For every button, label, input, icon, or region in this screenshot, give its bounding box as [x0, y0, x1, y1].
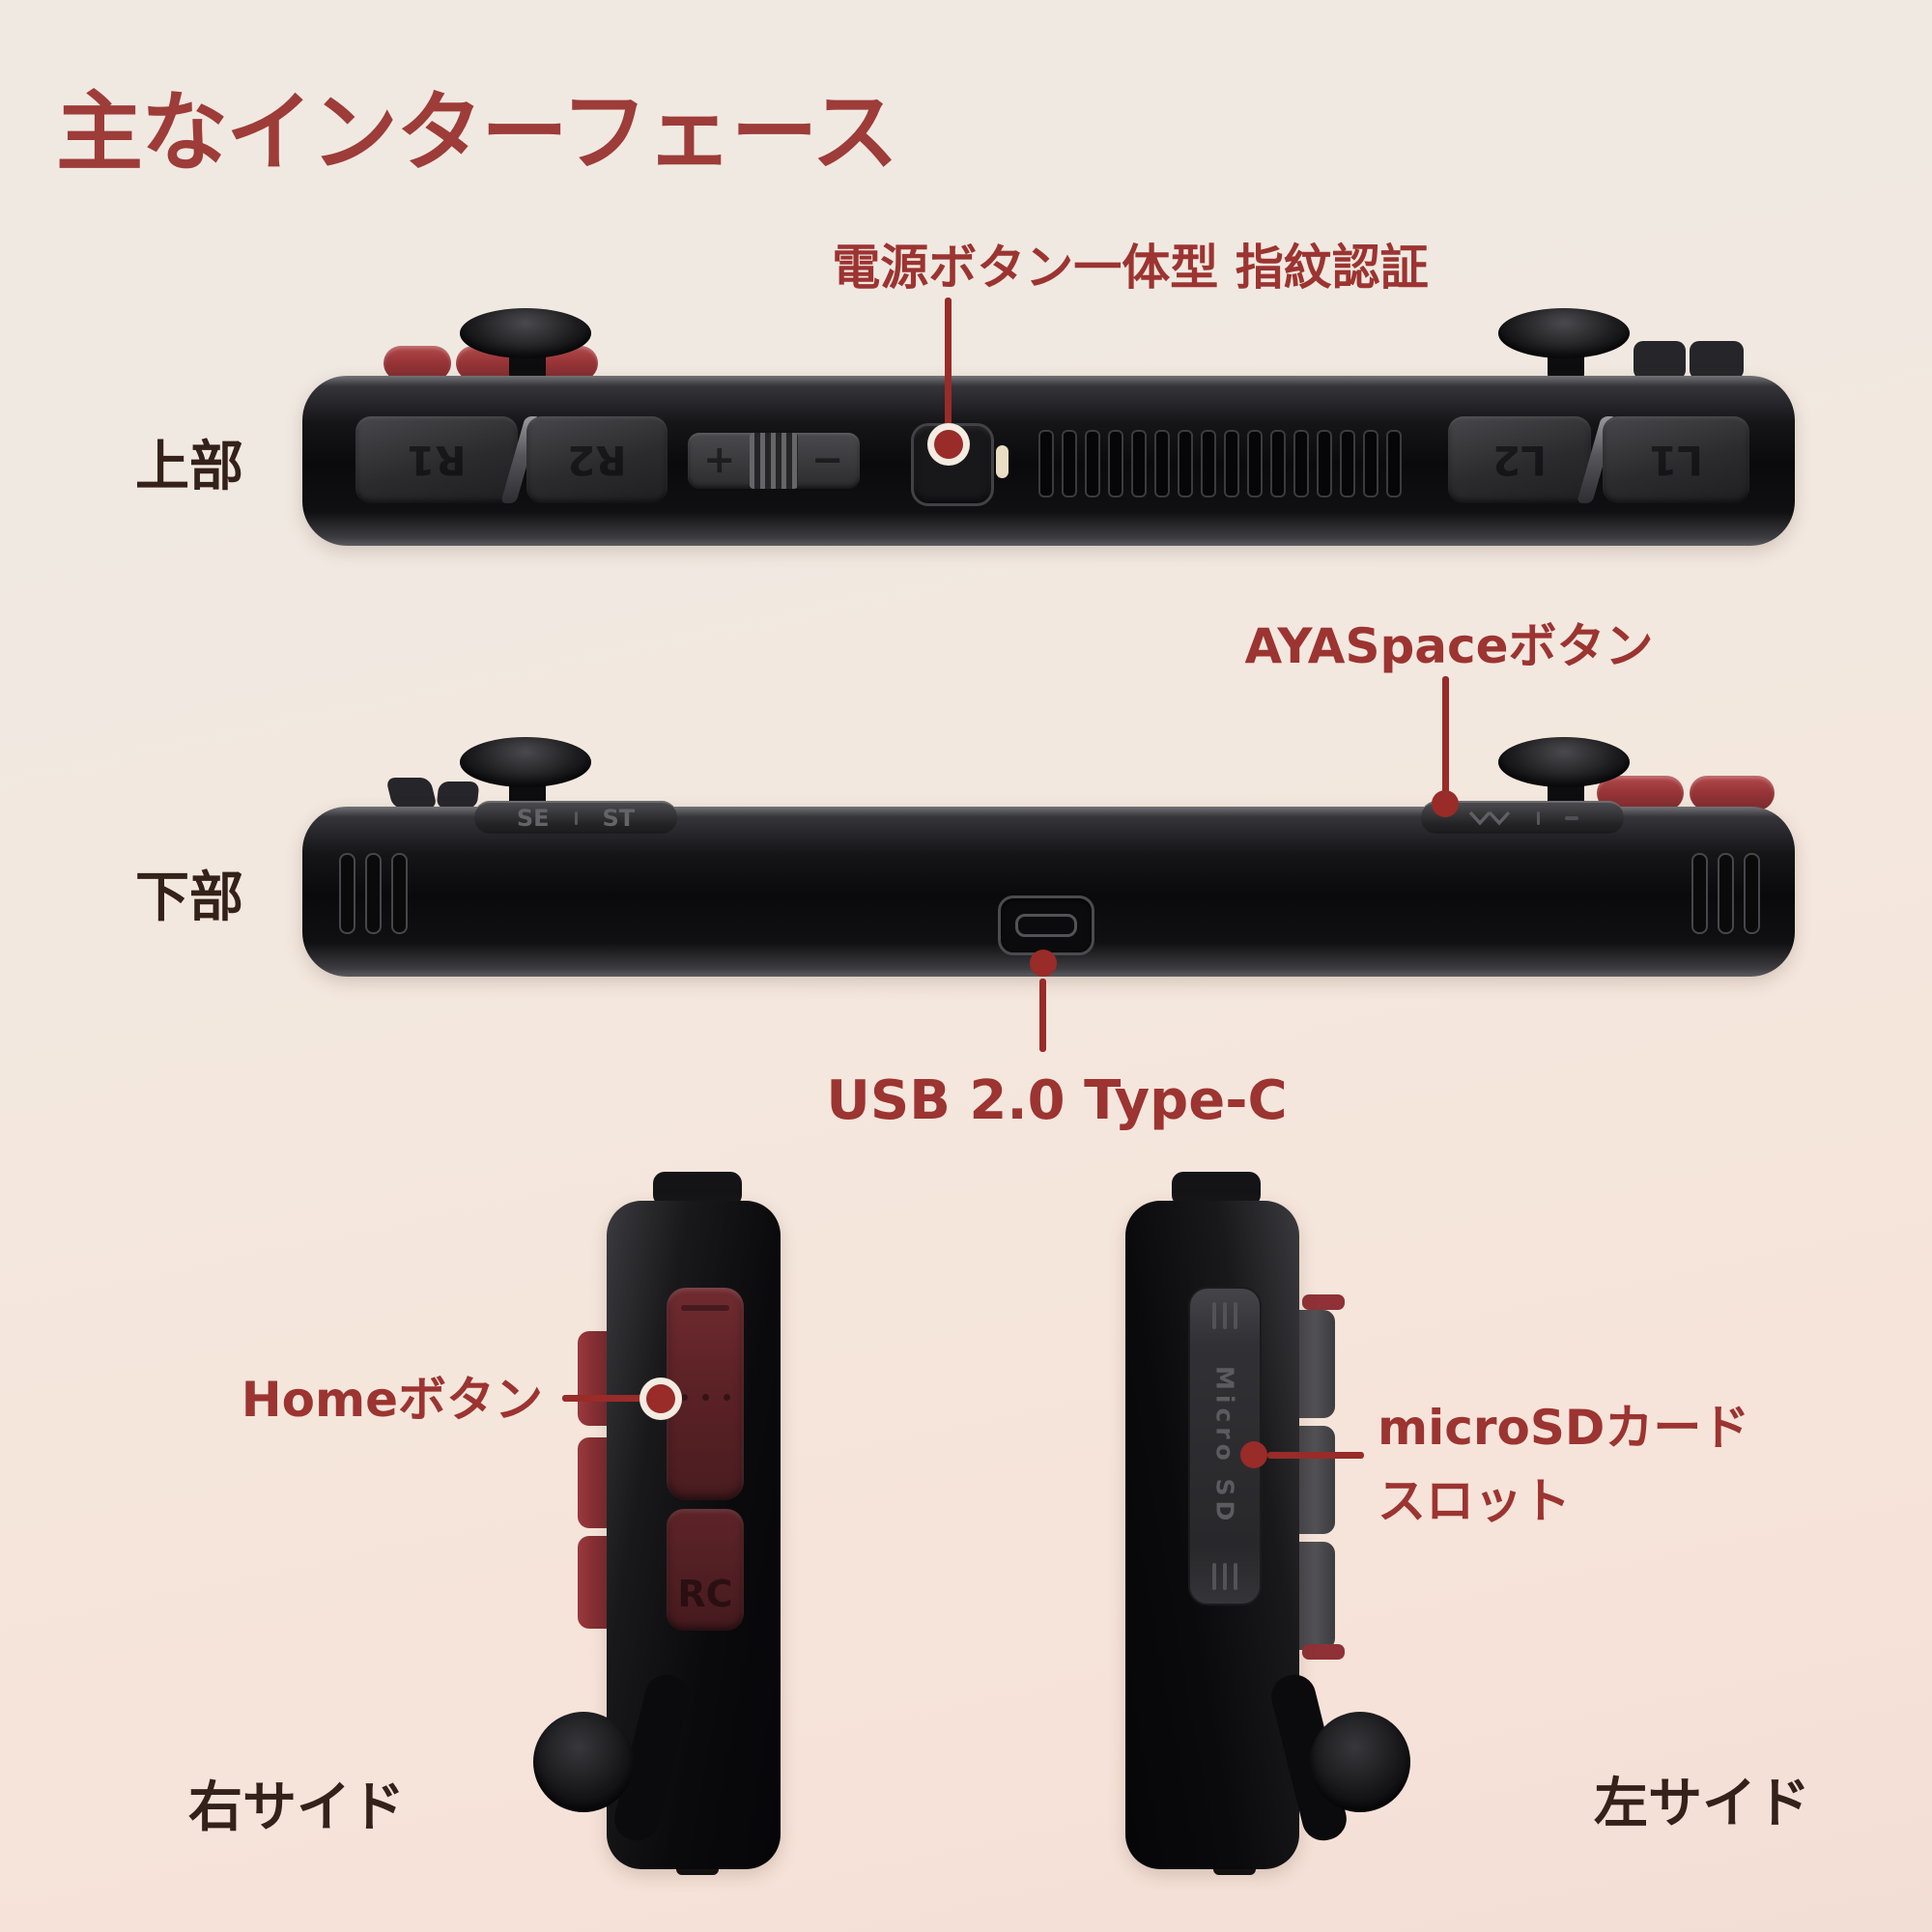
- page-title: 主なインターフェース: [56, 82, 898, 184]
- microsd-callout-line: [1267, 1452, 1364, 1459]
- bar-divider: [1536, 811, 1540, 825]
- vent-slot: [1178, 430, 1193, 497]
- vent-slot: [1085, 430, 1100, 497]
- volume-ridges: [750, 433, 798, 489]
- speaker-grille-left: [339, 853, 408, 934]
- right-side-label: 右サイド: [188, 1776, 405, 1839]
- vent-slot: [1293, 430, 1309, 497]
- l1-button: L1: [1603, 416, 1749, 503]
- usb-annotation: USB 2.0 Type-C: [826, 1069, 1288, 1132]
- face-button: [1690, 776, 1775, 810]
- r2-label: R2: [567, 436, 627, 484]
- grip-ribs: [1212, 1562, 1237, 1590]
- status-led: [996, 445, 1009, 478]
- home-annotation: Homeボタン: [241, 1372, 543, 1428]
- power-fingerprint-annotation: 電源ボタン一体型 指紋認証: [832, 240, 1429, 296]
- start-label: ST: [602, 805, 636, 832]
- home-callout-dot: [646, 1384, 675, 1413]
- usb-callout-line: [1039, 979, 1046, 1052]
- side-button-edge: [1302, 1644, 1345, 1660]
- usb-callout-dot: [1030, 950, 1057, 977]
- left-joystick: [460, 308, 591, 358]
- microsd-annotation-line2: スロット: [1378, 1473, 1571, 1529]
- vent-slot: [1108, 430, 1123, 497]
- home-button: [667, 1288, 744, 1500]
- grip-ribs: [1212, 1302, 1237, 1329]
- bar-mark: [1564, 816, 1578, 820]
- ayaspace-callout-line: [1442, 676, 1449, 794]
- vent-slot: [1038, 430, 1054, 497]
- r1-label: R1: [407, 436, 467, 484]
- ayaspace-annotation: AYASpaceボタン: [1244, 618, 1654, 674]
- vent-slot: [1386, 430, 1402, 497]
- grip-rib: [1234, 1302, 1237, 1329]
- select-start-bar: SE ST: [474, 801, 677, 834]
- select-label: SE: [516, 805, 550, 832]
- vent-slot: [1340, 430, 1355, 497]
- speaker-grille-slot: [1744, 853, 1760, 934]
- l2-button: L2: [1448, 416, 1591, 503]
- home-button-dots: [680, 1394, 730, 1401]
- grip-rib: [1212, 1302, 1216, 1329]
- power-callout-line: [945, 298, 952, 433]
- ayaspace-logo-icon: [1468, 810, 1510, 826]
- left-side-label: 左サイド: [1594, 1773, 1810, 1835]
- rc-button: RC: [667, 1509, 744, 1631]
- volume-rocker: + −: [688, 433, 860, 489]
- button-bump: [436, 781, 480, 809]
- r2-button: R2: [526, 416, 668, 503]
- grip-rib: [1223, 1302, 1227, 1329]
- speaker-grille-right: [1691, 853, 1760, 934]
- device-top-view: R1 R2 + − L2 L1: [302, 376, 1795, 546]
- vent-slot: [1062, 430, 1077, 497]
- bar-divider: [574, 811, 578, 825]
- grip-rib: [1212, 1562, 1216, 1590]
- home-button-slit: [681, 1305, 729, 1311]
- grip-rib: [1234, 1562, 1237, 1590]
- usb-c-pin-slot: [1015, 914, 1077, 937]
- button-bump: [385, 778, 438, 809]
- top-view-label: 上部: [135, 436, 243, 498]
- vent-slot: [1201, 430, 1216, 497]
- side-joystick: [533, 1712, 634, 1812]
- microsd-slot-text: Micro SD: [1210, 1366, 1239, 1526]
- volume-down-label: −: [811, 439, 844, 483]
- dpad-bump: [1634, 341, 1686, 380]
- microsd-callout-dot: [1240, 1441, 1267, 1468]
- right-joystick: [1498, 308, 1630, 358]
- dpad-bump: [1690, 341, 1744, 380]
- face-button: [384, 346, 451, 381]
- vent-slot: [1363, 430, 1378, 497]
- volume-up-label: +: [703, 439, 736, 483]
- side-button-edge: [1302, 1294, 1345, 1310]
- cooling-vent: [1038, 430, 1402, 497]
- speaker-grille-slot: [365, 853, 382, 934]
- l2-label: L2: [1492, 436, 1547, 484]
- vent-slot: [1154, 430, 1170, 497]
- ayaspace-callout-dot: [1432, 790, 1459, 817]
- right-joystick: [1498, 737, 1630, 787]
- vent-slot: [1247, 430, 1263, 497]
- power-callout-dot: [934, 430, 963, 459]
- r1-button: R1: [355, 416, 518, 503]
- l1-label: L1: [1649, 436, 1703, 484]
- vent-slot: [1317, 430, 1332, 497]
- bottom-view-label: 下部: [135, 867, 243, 929]
- vent-slot: [1131, 430, 1147, 497]
- speaker-grille-slot: [339, 853, 355, 934]
- rc-label: RC: [677, 1573, 733, 1615]
- usb-c-port: [998, 895, 1094, 955]
- speaker-grille-slot: [391, 853, 408, 934]
- home-callout-line: [562, 1395, 647, 1402]
- vent-slot: [1270, 430, 1286, 497]
- side-joystick: [1310, 1712, 1410, 1812]
- left-joystick: [460, 737, 591, 787]
- vent-slot: [1224, 430, 1239, 497]
- device-bottom-view: SE ST: [302, 801, 1795, 977]
- speaker-grille-slot: [1718, 853, 1734, 934]
- grip-rib: [1223, 1562, 1227, 1590]
- microsd-annotation-line1: microSDカード: [1378, 1400, 1750, 1456]
- speaker-grille-slot: [1691, 853, 1708, 934]
- microsd-annotation: microSDカード スロット: [1378, 1391, 1880, 1538]
